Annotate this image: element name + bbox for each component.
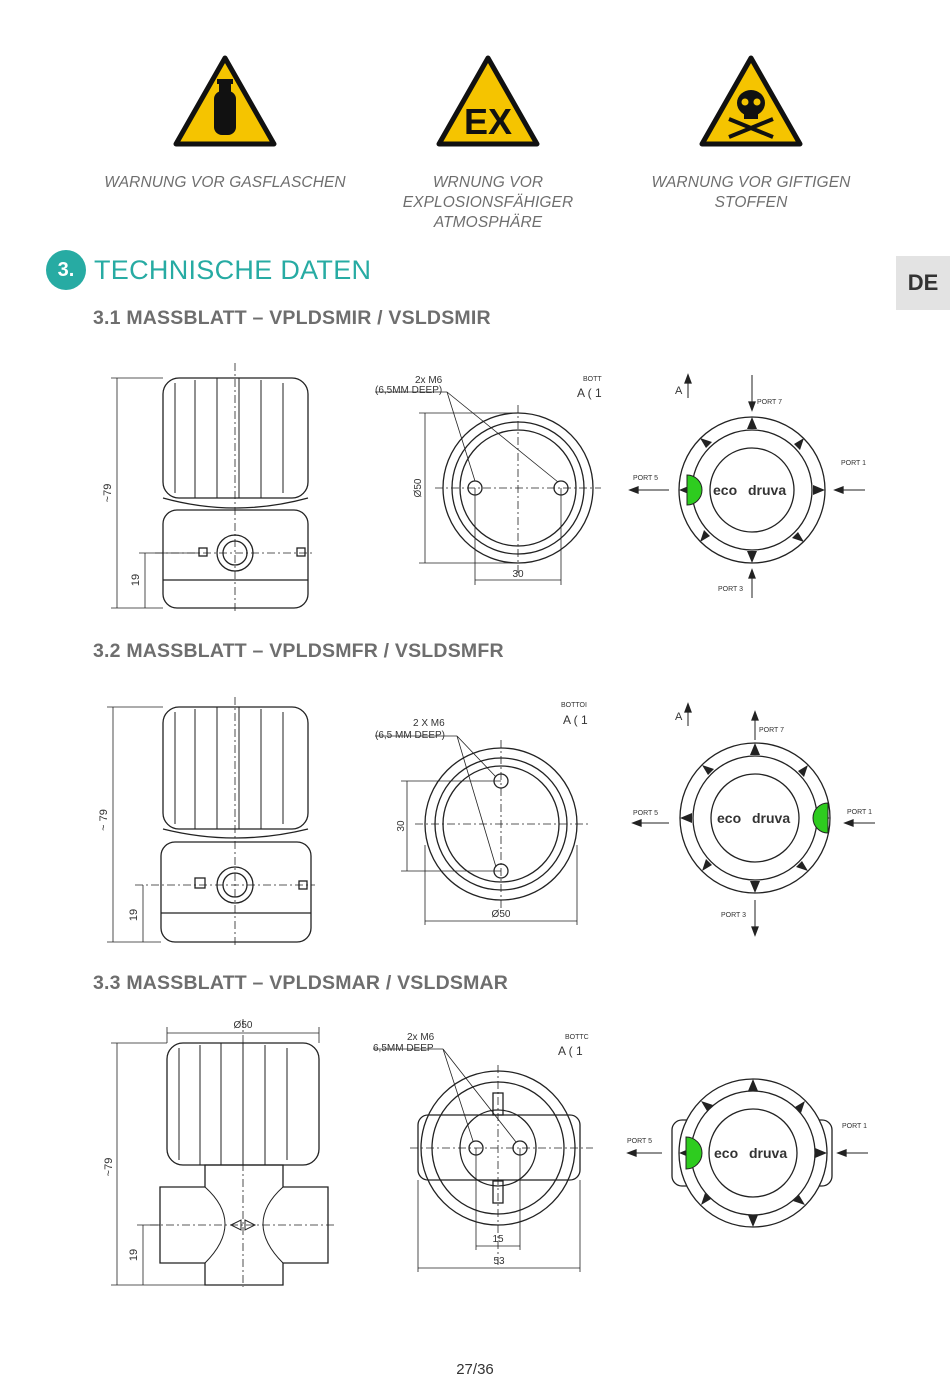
label-a: A [675,711,683,723]
ex-symbol: EX [464,101,512,142]
gas-cylinder-icon [173,55,277,147]
diameter-label: Ø50 [492,909,511,920]
diameter-label: Ø50 [413,478,424,497]
label-a: A [675,385,683,397]
logo-eco: eco [713,482,737,498]
logo-druva: druva [748,482,786,498]
bottom-view-drawing-3-2: 2 X M6 (6,5 MM DEEP) BOTTOI A ( 1 30 Ø50 [375,702,590,925]
port-7-label: PORT 7 [757,399,782,406]
diameter-label: Ø50 [234,1020,253,1031]
thread-label: 2 X M6 [413,718,445,729]
toxic-skull-icon [699,55,803,147]
section-title: TECHNISCHE DATEN [94,254,372,285]
dim-total-label: ~79 [102,484,114,503]
port-1-label: PORT 1 [842,1123,867,1130]
dim-total-label: ~79 [103,1158,115,1177]
section-cut-label: BOTTC [565,1034,589,1041]
side-view-drawing-3-1: ~79 19 [102,363,315,613]
depth-label: (6,5 MM DEEP) [375,730,445,741]
warning-label-line: STOFFEN [714,194,788,211]
section-cut-label: BOTTOI [561,702,587,709]
section-header: 3. TECHNISCHE DATEN [46,250,371,290]
port-3-label: PORT 3 [721,912,746,919]
thread-label: 2x M6 [415,375,443,386]
subsection-title-3-2: 3.2 MASSBLATT – VPLDSMFR / VSLDSMFR [93,640,504,662]
span-label: 30 [512,569,524,580]
dim-low-label: 19 [130,574,142,586]
logo-druva: druva [749,1145,787,1161]
port-1-label: PORT 1 [841,460,866,467]
warning-label-line: WARNUNG VOR GIFTIGEN [651,174,851,191]
bottom-view-drawing-3-1: 2x M6 (6,5MM DEEP) BOTT A ( 1 Ø50 30 [375,375,602,585]
port-5-label: PORT 5 [627,1138,652,1145]
language-tab[interactable]: DE [896,256,950,310]
dim-low-label: 19 [128,1249,140,1261]
depth-label: 6,5MM DEEP [373,1043,434,1054]
port-5-label: PORT 5 [633,810,658,817]
port-5-label: PORT 5 [633,475,658,482]
section-number-badge: 3. [46,250,86,290]
dim-53-label: 53 [493,1256,505,1267]
top-view-drawing-3-2: A PORT 7 PORT 1 PORT 5 PORT 3 eco druva [631,702,875,937]
section-cut-label: BOTT [583,376,602,383]
span-label: 30 [396,820,407,832]
section-cut-label-2: A ( 1 [558,1044,583,1058]
dim-low-label: 19 [128,909,140,921]
section-cut-label-2: A ( 1 [577,386,602,400]
section-cut-label-2: A ( 1 [563,713,588,727]
subsection-title-3-1: 3.1 MASSBLATT – VPLDSMIR / VSLDSMIR [93,307,491,329]
top-view-drawing-3-1: A PORT 7 PORT 1 PORT 5 PORT 3 eco druva [628,373,866,598]
logo-eco: eco [714,1145,738,1161]
bottom-view-drawing-3-3: 2x M6 6,5MM DEEP BOTTC A ( 1 15 53 [373,1032,593,1272]
port-3-label: PORT 3 [718,586,743,593]
top-view-drawing-3-3: PORT 5 PORT 1 eco druva [626,1078,868,1228]
page-number: 27/36 [456,1361,494,1378]
port-7-label: PORT 7 [759,727,784,734]
warning-explosive-atmosphere: EX WRNUNG VOR EXPLOSIONSFÄHIGER ATMOSPHÄ… [358,55,618,233]
port-1-label: PORT 1 [847,809,872,816]
explosive-atmosphere-icon: EX [436,55,540,147]
side-view-drawing-3-3: Ø50 ~79 19 [103,1019,335,1287]
warning-label-line: EXPLOSIONSFÄHIGER [402,194,574,211]
depth-label: (6,5MM DEEP) [375,385,442,396]
dim-total-label: ~ 79 [98,809,110,831]
warning-label-line: WRNUNG VOR [432,174,544,191]
thread-label: 2x M6 [407,1032,435,1043]
subsection-title-3-3: 3.3 MASSBLATT – VPLDSMAR / VSLDSMAR [93,972,509,994]
warning-gas-cylinders: WARNUNG VOR GASFLASCHEN [95,55,355,193]
dim-15-label: 15 [492,1234,504,1245]
warning-label-line: ATMOSPHÄRE [433,214,543,231]
warning-label-line: WARNUNG VOR GASFLASCHEN [104,174,346,191]
logo-eco: eco [717,810,741,826]
warning-toxic-substances: WARNUNG VOR GIFTIGEN STOFFEN [621,55,881,213]
side-view-drawing-3-2: ~ 79 19 [98,697,315,947]
logo-druva: druva [752,810,790,826]
